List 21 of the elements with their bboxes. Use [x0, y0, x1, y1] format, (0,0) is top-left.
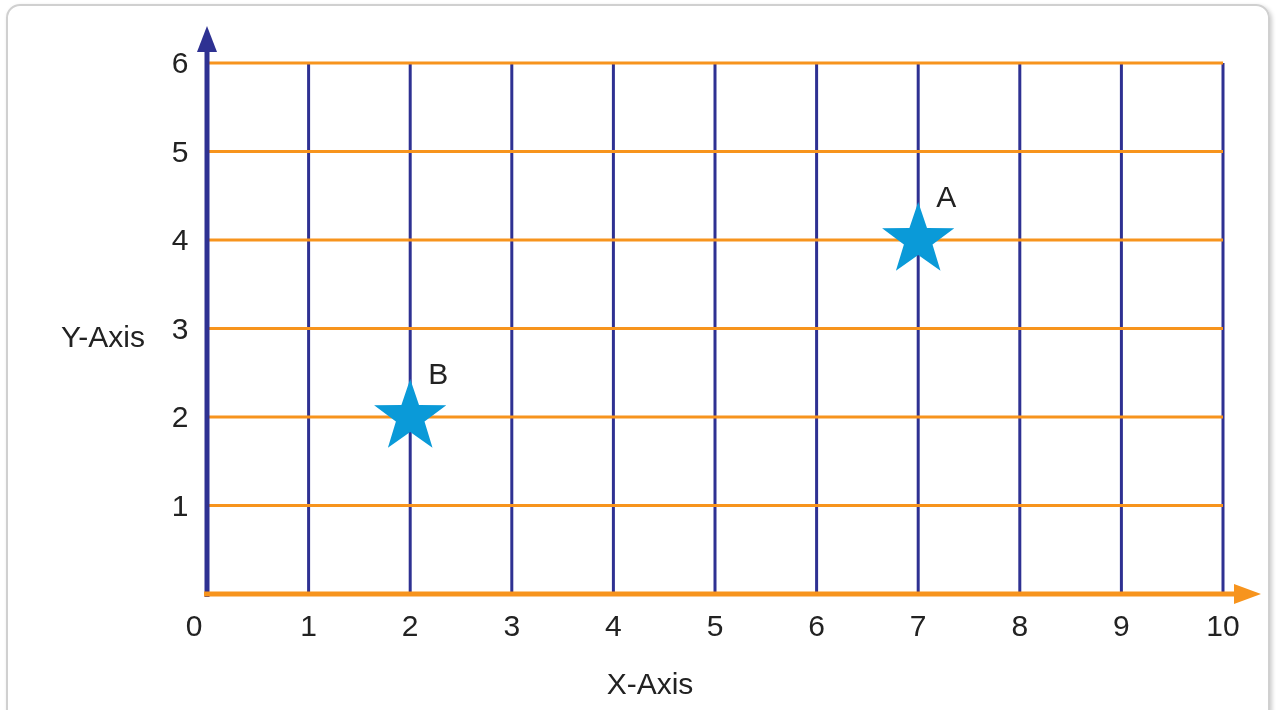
tick-label: 3 [503, 611, 521, 641]
axis-title: Y-Axis [61, 322, 145, 352]
tick-label: 3 [171, 313, 189, 344]
tick-label: 9 [1113, 611, 1130, 641]
tick-label: 4 [605, 611, 622, 641]
tick-label: 2 [171, 402, 189, 432]
tick-label: 8 [1011, 611, 1029, 641]
tick-label: 5 [706, 611, 724, 641]
tick-label: 5 [171, 136, 189, 167]
tick-label: 4 [171, 225, 189, 255]
tick-label: 1 [171, 490, 189, 521]
tick-label: 6 [808, 611, 825, 641]
tick-label: 10 [1206, 611, 1240, 641]
point-label: A [936, 182, 957, 212]
tick-label: 0 [185, 611, 203, 641]
tick-label: 7 [909, 611, 927, 641]
tick-label: 2 [401, 611, 419, 641]
tick-label: 1 [300, 611, 317, 641]
axis-title: X-Axis [606, 669, 694, 699]
point-label: B [428, 359, 449, 389]
tick-label: 6 [171, 48, 189, 78]
